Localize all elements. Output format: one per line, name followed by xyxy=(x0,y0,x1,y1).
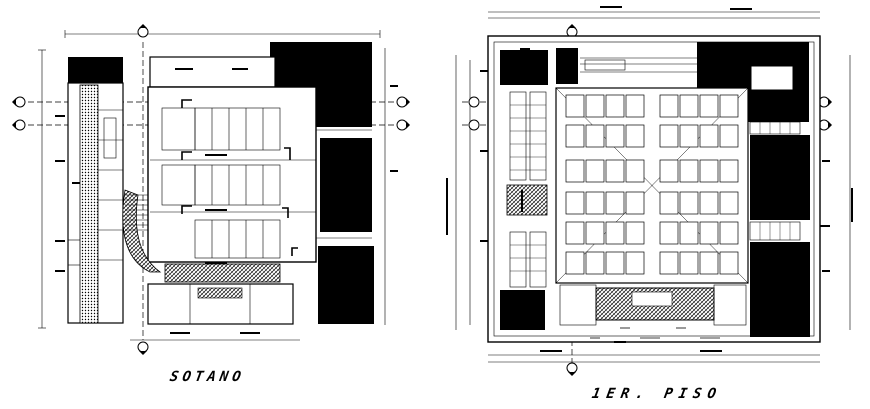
market-stall xyxy=(585,191,605,215)
first-floor-inner-wall xyxy=(493,41,815,337)
first-floor-annotation-marks xyxy=(480,6,830,352)
market-stall xyxy=(699,159,719,183)
market-stall xyxy=(625,94,645,118)
market-stall xyxy=(585,124,605,148)
market-stall xyxy=(659,251,679,275)
basement-left-rooms xyxy=(68,109,123,266)
market-stall xyxy=(625,191,645,215)
first-floor-plan-title: 1ER. PISO xyxy=(590,386,724,402)
basement-driveways xyxy=(316,129,372,239)
first-floor-roof-opening xyxy=(751,66,793,90)
market-stall xyxy=(565,251,585,275)
market-stall xyxy=(719,159,739,183)
basement-plan-title: SOTANO xyxy=(168,369,246,385)
basement-curved-ramp xyxy=(122,189,162,273)
basement-dimension-lines xyxy=(38,30,386,341)
market-stall xyxy=(605,251,625,275)
market-stall xyxy=(719,221,739,245)
market-stall xyxy=(605,124,625,148)
market-stall xyxy=(719,191,739,215)
first-floor-entrance-kiosk xyxy=(631,291,673,307)
market-stall xyxy=(719,94,739,118)
basement-grid-marker-arrows xyxy=(12,24,410,355)
market-stall xyxy=(659,94,679,118)
first-floor-left-stall-divisions xyxy=(510,104,546,272)
first-floor-plan xyxy=(446,6,853,376)
market-stall xyxy=(565,159,585,183)
first-floor-grid-marker-arrows xyxy=(568,24,832,376)
first-floor-right-rooms xyxy=(749,121,801,241)
basement-hatched-band xyxy=(164,263,281,283)
market-stall xyxy=(585,159,605,183)
market-stall xyxy=(719,124,739,148)
first-floor-left-stalls xyxy=(509,91,547,288)
market-stall xyxy=(659,124,679,148)
basement-parking-hall xyxy=(147,86,317,263)
market-stall xyxy=(679,191,699,215)
first-floor-top-corridor xyxy=(580,57,697,73)
market-stall xyxy=(659,221,679,245)
market-stall xyxy=(565,94,585,118)
first-floor-hall-diagonals xyxy=(555,87,749,284)
market-stall xyxy=(605,191,625,215)
market-stall xyxy=(699,221,719,245)
market-stall xyxy=(565,191,585,215)
market-stall xyxy=(585,94,605,118)
market-stall xyxy=(679,124,699,148)
market-stall xyxy=(625,159,645,183)
first-floor-market-stalls xyxy=(565,94,739,275)
market-stall xyxy=(699,94,719,118)
market-stall xyxy=(605,94,625,118)
market-stall xyxy=(625,221,645,245)
basement-annotation-marks xyxy=(55,68,398,334)
first-floor-staircase xyxy=(506,184,548,216)
first-floor-right-room-divisions xyxy=(759,122,791,240)
market-stall xyxy=(585,221,605,245)
market-stall xyxy=(679,251,699,275)
market-stall xyxy=(679,159,699,183)
market-stall xyxy=(679,94,699,118)
first-floor-dimension-lines xyxy=(455,11,851,363)
market-stall xyxy=(585,251,605,275)
market-stall xyxy=(699,124,719,148)
market-stall xyxy=(679,221,699,245)
basement-grid-markers xyxy=(14,26,408,353)
market-stall xyxy=(565,124,585,148)
basement-bottom-room-partitions xyxy=(189,284,251,324)
first-floor-bottom-entries xyxy=(590,327,720,339)
basement-top-rooms xyxy=(149,56,276,88)
market-stall xyxy=(625,251,645,275)
market-stall xyxy=(699,251,719,275)
market-stall xyxy=(605,221,625,245)
market-stall xyxy=(659,159,679,183)
market-stall xyxy=(659,191,679,215)
basement-plan xyxy=(12,24,410,355)
basement-traffic-arrows xyxy=(181,99,298,256)
market-stall xyxy=(699,191,719,215)
market-stall xyxy=(625,124,645,148)
basement-stairs xyxy=(125,194,148,231)
market-stall xyxy=(719,251,739,275)
market-stall xyxy=(565,221,585,245)
market-stall xyxy=(605,159,625,183)
first-floor-bottom-rooms xyxy=(559,284,747,326)
basement-ramp xyxy=(79,84,99,324)
